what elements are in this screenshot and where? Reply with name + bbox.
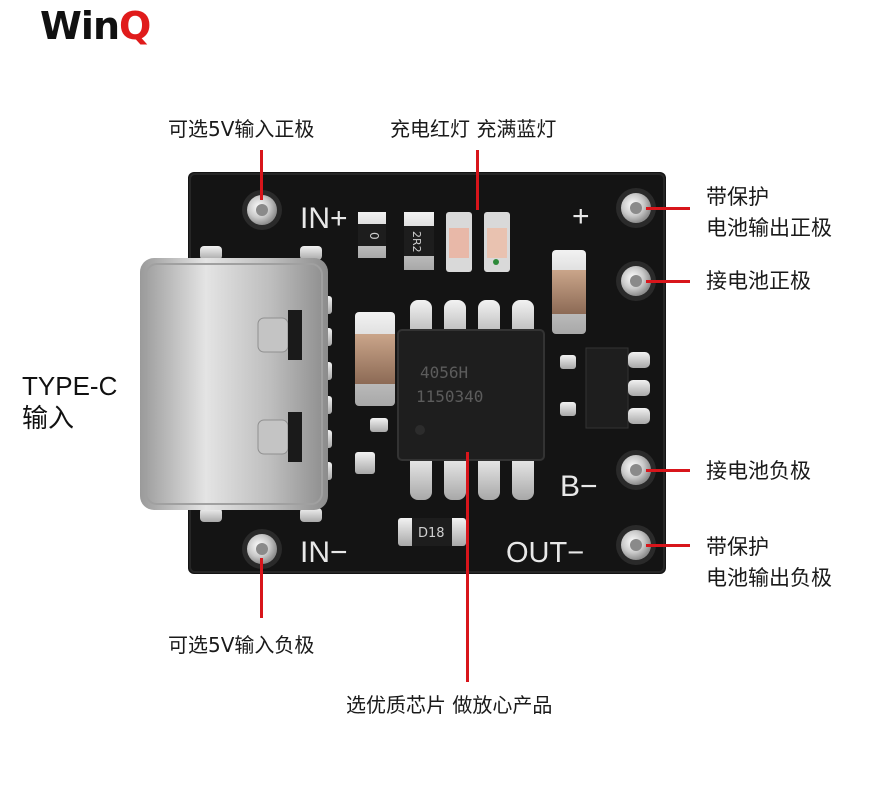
silk-plus: + bbox=[572, 200, 590, 233]
pointer-line-led bbox=[476, 150, 479, 210]
label-output-positive: 带保护 电池输出正极 bbox=[706, 182, 832, 244]
label-output-negative-line1: 带保护 bbox=[706, 535, 769, 559]
brand-logo: WinQ bbox=[40, 4, 151, 48]
label-typec-line2: 输入 bbox=[22, 403, 75, 433]
pointer-line-bat-pos bbox=[646, 280, 690, 283]
label-input-positive: 可选5V输入正极 bbox=[168, 117, 315, 141]
pointer-line-out-pos bbox=[646, 207, 690, 210]
through-hole-pads bbox=[242, 188, 656, 569]
label-output-negative: 带保护 电池输出负极 bbox=[706, 532, 832, 594]
res-marking-top: 2R2 bbox=[410, 231, 423, 253]
label-typec-line1: TYPE-C bbox=[22, 371, 118, 401]
silk-out-minus: OUT− bbox=[506, 537, 584, 569]
label-battery-positive: 接电池正极 bbox=[706, 269, 811, 293]
silk-b-minus: B− bbox=[560, 470, 598, 503]
pointer-line-in-pos bbox=[260, 150, 263, 200]
charger-ic bbox=[397, 300, 545, 500]
silk-in-plus: IN+ bbox=[300, 202, 348, 235]
label-battery-negative: 接电池负极 bbox=[706, 459, 811, 483]
pointer-line-bat-neg bbox=[646, 469, 690, 472]
label-output-positive-line1: 带保护 bbox=[706, 185, 769, 209]
label-typec-input: TYPE-C 输入 bbox=[22, 370, 117, 434]
usb-c-connector bbox=[140, 258, 328, 510]
pointer-line-out-neg bbox=[646, 544, 690, 547]
silk-in-minus: IN− bbox=[300, 536, 348, 569]
chip-marking-2: 1150340 bbox=[416, 387, 483, 406]
chip-marking-1: 4056H bbox=[420, 363, 468, 382]
res-marking-left: 0 bbox=[367, 232, 381, 240]
res-marking-bottom: D18 bbox=[418, 526, 445, 541]
pointer-line-in-neg bbox=[260, 558, 263, 618]
label-quality-chip: 选优质芯片 做放心产品 bbox=[346, 693, 553, 717]
charge-leds bbox=[446, 212, 510, 272]
label-output-positive-line2: 电池输出正极 bbox=[706, 216, 832, 240]
label-input-negative: 可选5V输入负极 bbox=[168, 633, 315, 657]
label-output-negative-line2: 电池输出负极 bbox=[706, 566, 832, 590]
pointer-line-chip bbox=[466, 452, 469, 682]
label-led-indicator: 充电红灯 充满蓝灯 bbox=[390, 117, 557, 141]
